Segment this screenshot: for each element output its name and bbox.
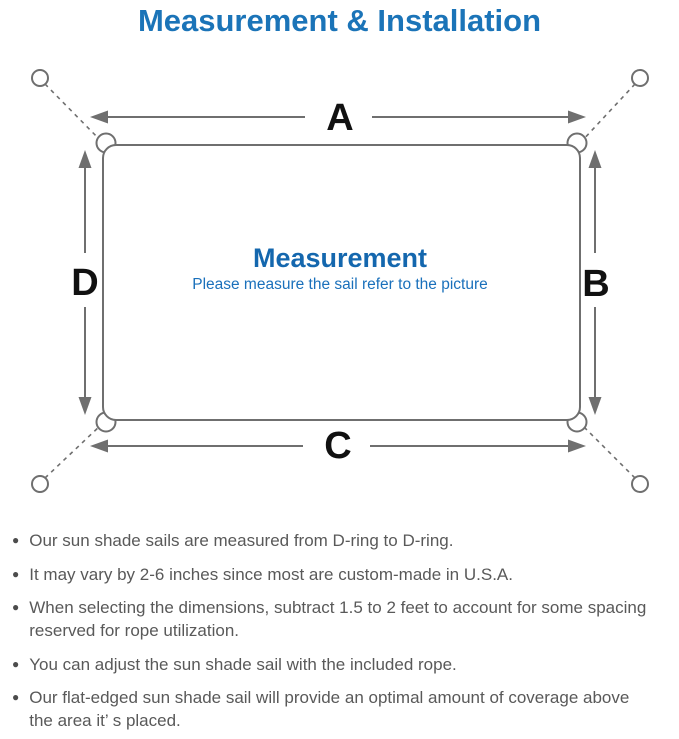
note-item: ● Our sun shade sails are measured from … [10,529,674,552]
center-subtitle: Please measure the sail refer to the pic… [192,276,488,293]
bullet-icon: ● [12,566,20,581]
rope-bottom-left-line [44,423,103,479]
note-text: It may vary by 2-6 inches since most are… [29,564,513,584]
bullet-icon: ● [12,533,20,547]
note-item: ● Our flat-edged sun shade sail will pro… [10,686,674,732]
anchor-circle-top-right [631,69,649,87]
label-dimension-a: A [326,97,353,139]
arrowhead-a-right-icon [568,110,586,124]
rope-top-right-line [580,83,636,143]
bullet-icon: ● [12,656,20,671]
note-text: Our sun shade sails are measured from D-… [29,531,454,550]
measurement-notes: ● Our sun shade sails are measured from … [10,529,674,739]
label-dimension-d: D [71,262,98,304]
center-heading: Measurement [253,243,427,273]
note-text: You can adjust the sun shade sail with t… [29,654,457,674]
note-text: When selecting the dimensions, subtract … [29,598,647,640]
note-item: ● It may vary by 2-6 inches since most a… [10,563,674,586]
rope-bottom-right-line [580,423,636,479]
measurement-diagram: A B C D Measurement Please measure the s… [31,69,649,493]
label-dimension-c: C [324,425,351,467]
bullet-icon: ● [12,600,20,614]
arrowhead-a-left-icon [90,110,108,124]
anchor-circle-bottom-left [31,475,49,493]
page-title: Measurement & Installation [137,3,542,38]
anchor-circle-top-left [31,69,49,87]
arrowhead-d-down-icon [78,397,92,415]
arrowhead-b-down-icon [588,397,602,415]
label-dimension-b: B [582,263,609,305]
note-text: Our flat-edged sun shade sail will provi… [29,688,630,730]
note-item: ● When selecting the dimensions, subtrac… [10,596,674,642]
rope-top-left-line [44,83,103,143]
arrowhead-b-up-icon [588,150,602,168]
bullet-icon: ● [12,690,20,704]
note-item: ● You can adjust the sun shade sail with… [10,653,674,676]
arrowhead-c-right-icon [568,439,586,453]
arrowhead-d-up-icon [78,150,92,168]
anchor-circle-bottom-right [631,475,649,493]
anchor-points [31,69,649,493]
sail-rectangle [102,144,581,421]
arrowhead-c-left-icon [90,439,108,453]
